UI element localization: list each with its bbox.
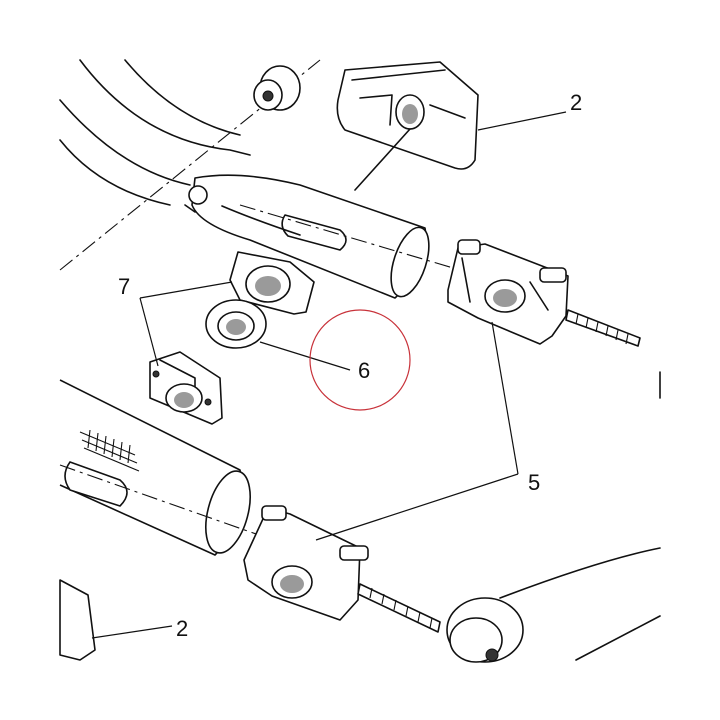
upper-arm-structure (59, 59, 321, 271)
callout-5: 5 (528, 470, 540, 495)
callout-6: 6 (358, 358, 370, 383)
washer-part-6 (205, 299, 267, 349)
upper-tube (184, 174, 461, 299)
callout-2-top: 2 (570, 90, 582, 115)
lower-tube (59, 379, 331, 561)
highlight-circle (309, 309, 411, 411)
top-bolt-head (253, 65, 301, 111)
upper-bracket (336, 61, 479, 191)
lower-bracket (59, 579, 96, 661)
adjuster-upper (447, 239, 641, 347)
bottom-knob (446, 547, 661, 663)
clamp-upper (229, 251, 315, 315)
adjuster-lower (243, 505, 441, 633)
clamp-lower (149, 351, 223, 425)
callout-7: 7 (118, 274, 130, 299)
callout-2-bottom: 2 (176, 616, 188, 641)
leader-lines (91, 111, 567, 639)
